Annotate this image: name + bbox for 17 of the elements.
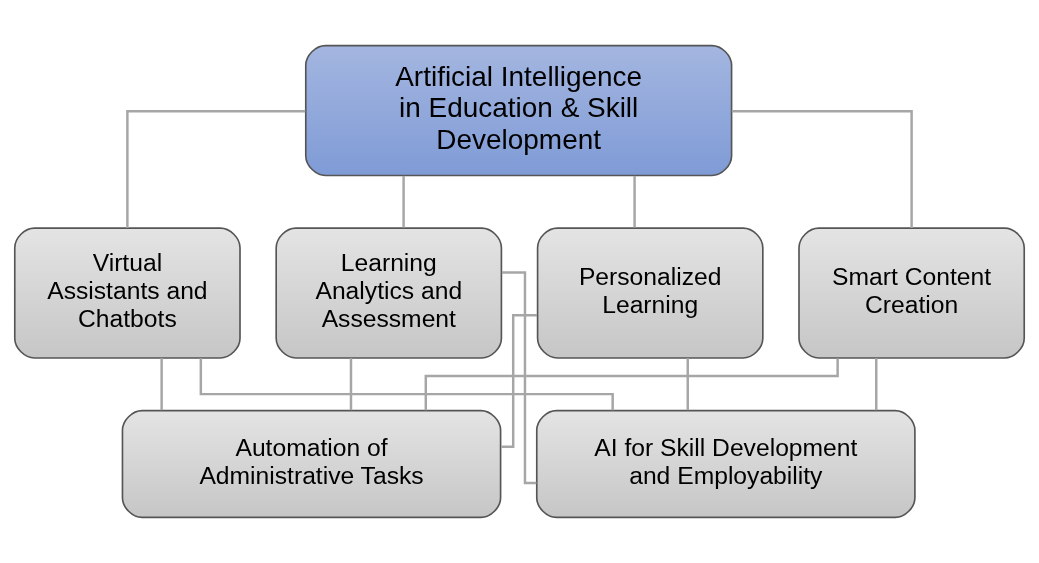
node-box: Virtual Assistants and Chatbots (13, 227, 241, 359)
node-box: Learning Analytics and Assessment (275, 227, 503, 359)
connector (402, 175, 405, 228)
connector (686, 358, 689, 411)
connector (875, 358, 878, 411)
node-box: Artificial Intelligence in Education & Skill Development (304, 44, 733, 177)
connector (126, 110, 306, 228)
connector (160, 358, 163, 411)
node-box: Smart Content Creation (798, 227, 1026, 359)
connector (349, 358, 353, 411)
connector (731, 110, 913, 228)
connector (633, 175, 636, 228)
connector (501, 313, 538, 448)
node-box: Personalized Learning (536, 227, 764, 359)
node-box: Automation of Administrative Tasks (121, 409, 502, 519)
connector (501, 271, 537, 485)
node-box: AI for Skill Development and Employability (535, 409, 916, 519)
